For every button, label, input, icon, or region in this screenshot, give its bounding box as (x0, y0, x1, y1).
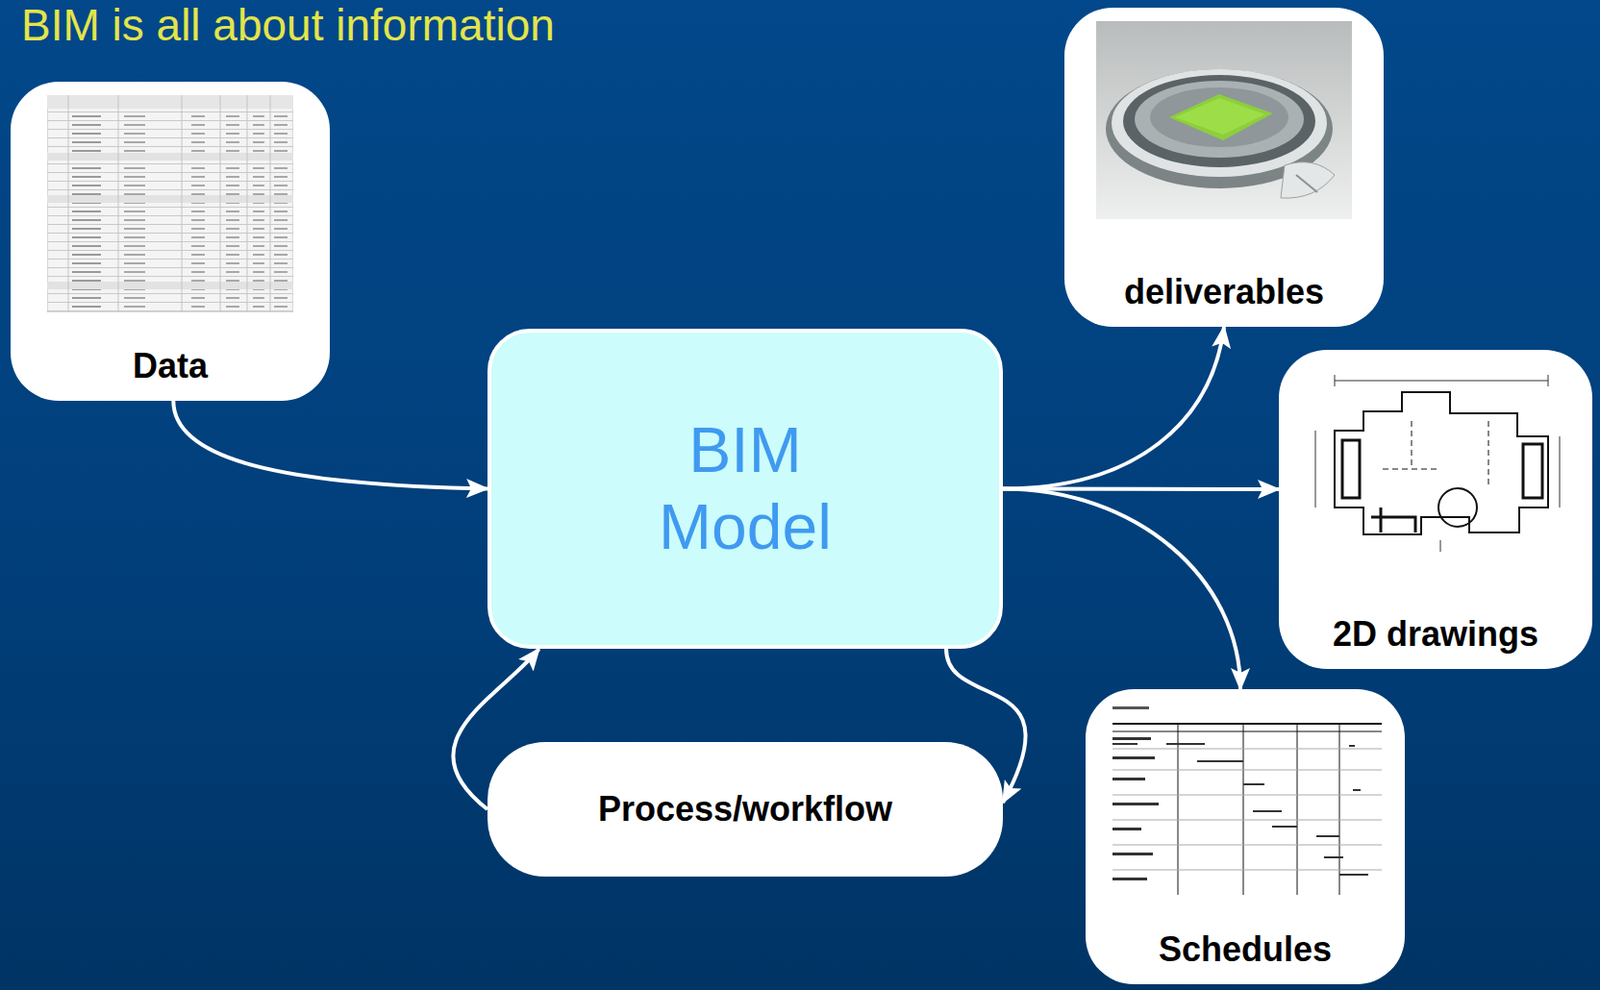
node-label: Process/workflow (598, 789, 893, 829)
floor-plan-picture (1296, 363, 1575, 556)
spreadsheet-picture (47, 95, 294, 313)
node-label: Data (132, 346, 208, 386)
process-box: Process/workflow (487, 742, 1003, 877)
output-card: 2D drawings (1278, 350, 1593, 670)
output-card: deliverables (1064, 7, 1384, 327)
node-label: 2D drawings (1332, 614, 1539, 654)
slide-title: BIM is all about information (21, 0, 555, 51)
model-box: BIM Model (487, 328, 1003, 650)
flow-arrow (1002, 326, 1225, 490)
stadium-picture (1096, 21, 1352, 220)
data-card: Data (10, 81, 330, 401)
flow-arrow (173, 400, 488, 490)
node-label: BIM Model (629, 412, 861, 565)
schedule-chart-picture (1108, 702, 1382, 896)
flow-arrow (1002, 489, 1241, 691)
output-card: Schedules (1085, 689, 1405, 985)
node-label: Schedules (1158, 929, 1332, 970)
node-label: deliverables (1124, 272, 1325, 312)
